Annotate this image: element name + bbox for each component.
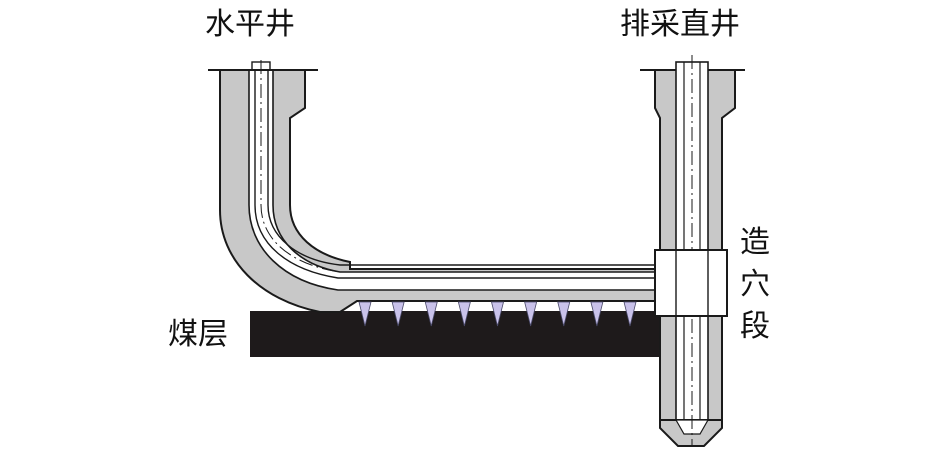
perforation-jet	[424, 301, 438, 327]
perforation-jet	[590, 301, 604, 327]
perforation-jet	[391, 301, 405, 327]
vertical-well-label: 排采直井	[620, 7, 740, 42]
horizontal-well-label: 水平井	[205, 7, 295, 42]
horizontal-well-centerline	[260, 60, 660, 273]
perforation-jet	[457, 301, 471, 327]
horizontal-well-tubing	[254, 64, 658, 279]
perforation-jet	[524, 301, 538, 327]
coal-seam-label: 煤层	[168, 317, 228, 352]
perforation-jet	[490, 301, 505, 327]
cavity-section-label: 造穴段	[740, 225, 770, 344]
perforation-jet	[557, 301, 571, 327]
coal-seam-band	[250, 311, 660, 357]
perforation-group	[358, 301, 637, 327]
perforation-jet	[358, 301, 372, 327]
perforation-jet	[623, 301, 637, 327]
cavity-section	[654, 249, 728, 317]
